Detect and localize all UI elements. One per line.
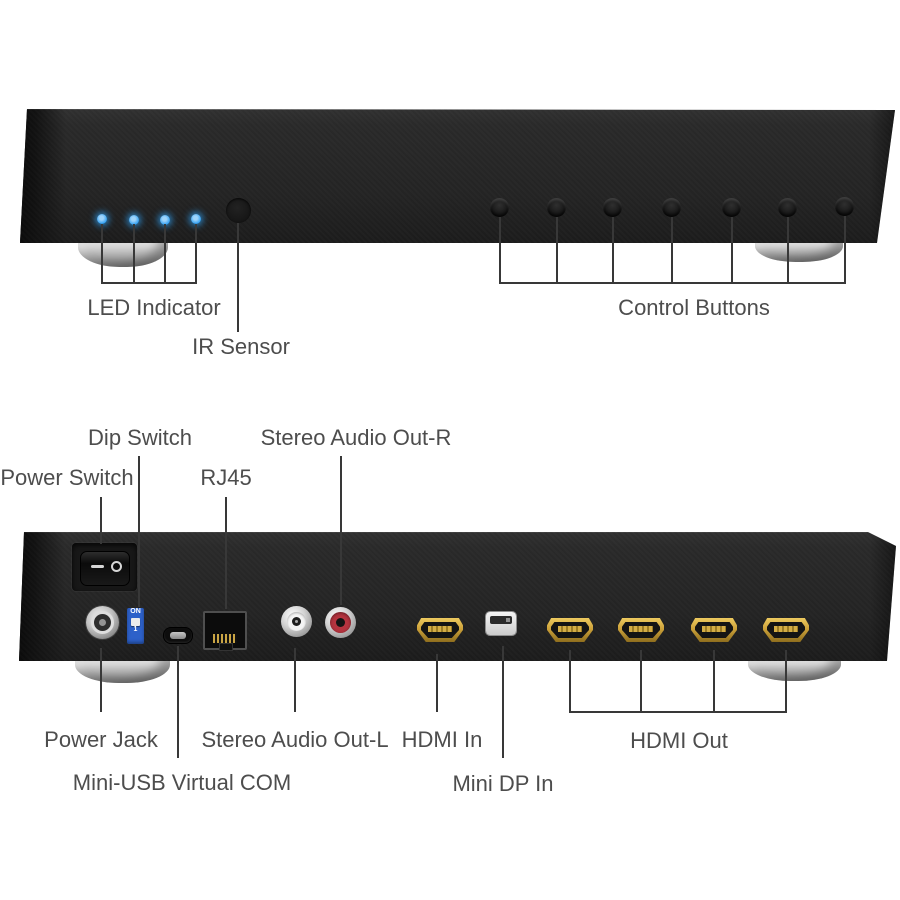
dip-switch-on-marking: ON	[130, 608, 141, 615]
callout-line	[225, 497, 227, 609]
device-rear-panel	[19, 532, 896, 661]
rj45-label: RJ45	[200, 465, 252, 490]
control-button	[490, 198, 509, 217]
led-indicator-light	[97, 214, 107, 224]
callout-line	[569, 711, 787, 713]
rj45-clip-slot	[219, 643, 233, 651]
led-indicator-light	[191, 214, 201, 224]
hdmi-port-opening	[695, 622, 733, 638]
front-right-foot	[755, 242, 843, 262]
rca-jack-left-pin	[295, 620, 298, 623]
control-button	[603, 198, 622, 217]
mini-dp-in-label: Mini DP In	[452, 771, 554, 796]
hdmi-connector-tongue	[702, 626, 726, 632]
dip-switch-1-marking: 1	[133, 626, 138, 633]
callout-line	[436, 654, 438, 712]
mini-usb-label: Mini-USB Virtual COM	[72, 770, 292, 795]
hdmi-in-port	[417, 618, 463, 642]
hdmi-out-port	[691, 618, 737, 642]
callout-line	[133, 224, 135, 284]
hdmi-in-label: HDMI In	[401, 727, 483, 752]
callout-line	[294, 648, 296, 712]
callout-line	[713, 650, 715, 712]
callout-line	[138, 456, 140, 607]
control-button	[722, 198, 741, 217]
control-buttons-label: Control Buttons	[618, 295, 770, 320]
callout-line	[195, 224, 197, 284]
stereo-audio-out-r-label: Stereo Audio Out-R	[260, 425, 452, 450]
hdmi-port-opening	[551, 622, 589, 638]
callout-line	[499, 217, 501, 284]
front-left-foot	[78, 242, 168, 267]
power-jack-label: Power Jack	[44, 727, 158, 752]
callout-line	[671, 217, 673, 284]
control-button	[547, 198, 566, 217]
hdmi-port-opening	[421, 622, 459, 638]
callout-line	[787, 217, 789, 284]
callout-line	[340, 456, 342, 605]
callout-line	[612, 217, 614, 284]
hdmi-out-port	[763, 618, 809, 642]
dip-switch-label: Dip Switch	[88, 425, 192, 450]
dip-switch-block: ON 1	[127, 608, 144, 644]
hdmi-connector-tongue	[774, 626, 798, 632]
callout-line	[569, 650, 571, 712]
callout-line	[844, 216, 846, 284]
hdmi-connector-tongue	[629, 626, 653, 632]
callout-line	[237, 223, 239, 332]
control-button	[662, 198, 681, 217]
mini-dp-slot	[490, 616, 512, 624]
hdmi-port-opening	[622, 622, 660, 638]
callout-line	[164, 224, 166, 284]
rear-right-foot	[748, 660, 841, 681]
callout-line	[499, 282, 846, 284]
mini-usb-slot	[170, 632, 186, 639]
hdmi-port-opening	[767, 622, 805, 638]
led-indicator-light	[129, 215, 139, 225]
control-button	[778, 198, 797, 217]
power-on-symbol	[91, 565, 104, 568]
hdmi-connector-tongue	[558, 626, 582, 632]
led-indicator-light	[160, 215, 170, 225]
hdmi-out-label: HDMI Out	[630, 728, 728, 753]
rear-left-foot	[75, 660, 170, 683]
callout-line	[731, 217, 733, 284]
power-switch-rocker	[80, 551, 130, 586]
device-front-panel	[20, 109, 895, 243]
hdmi-out-port	[547, 618, 593, 642]
rca-jack-right-hole	[336, 618, 345, 627]
ir-sensor-label: IR Sensor	[192, 334, 290, 359]
stereo-audio-out-l-label: Stereo Audio Out-L	[201, 727, 389, 752]
led-indicator-label: LED Indicator	[87, 295, 221, 320]
power-jack-pin	[99, 619, 106, 626]
callout-line	[101, 224, 103, 284]
hdmi-out-port	[618, 618, 664, 642]
power-off-symbol	[111, 561, 122, 572]
callout-line	[556, 217, 558, 284]
hdmi-connector-tongue	[428, 626, 452, 632]
callout-line	[177, 646, 179, 758]
dip-switch-slider	[131, 618, 140, 626]
callout-line	[100, 497, 102, 544]
callout-line	[785, 650, 787, 712]
power-switch-label: Power Switch	[0, 465, 134, 490]
callout-line	[640, 650, 642, 712]
callout-line	[502, 646, 504, 758]
callout-line	[100, 648, 102, 712]
mini-dp-pin-block	[506, 618, 510, 622]
ir-sensor-window	[226, 198, 251, 223]
rj45-contact-pins	[213, 634, 237, 643]
callout-line	[101, 282, 197, 284]
control-button	[835, 197, 854, 216]
